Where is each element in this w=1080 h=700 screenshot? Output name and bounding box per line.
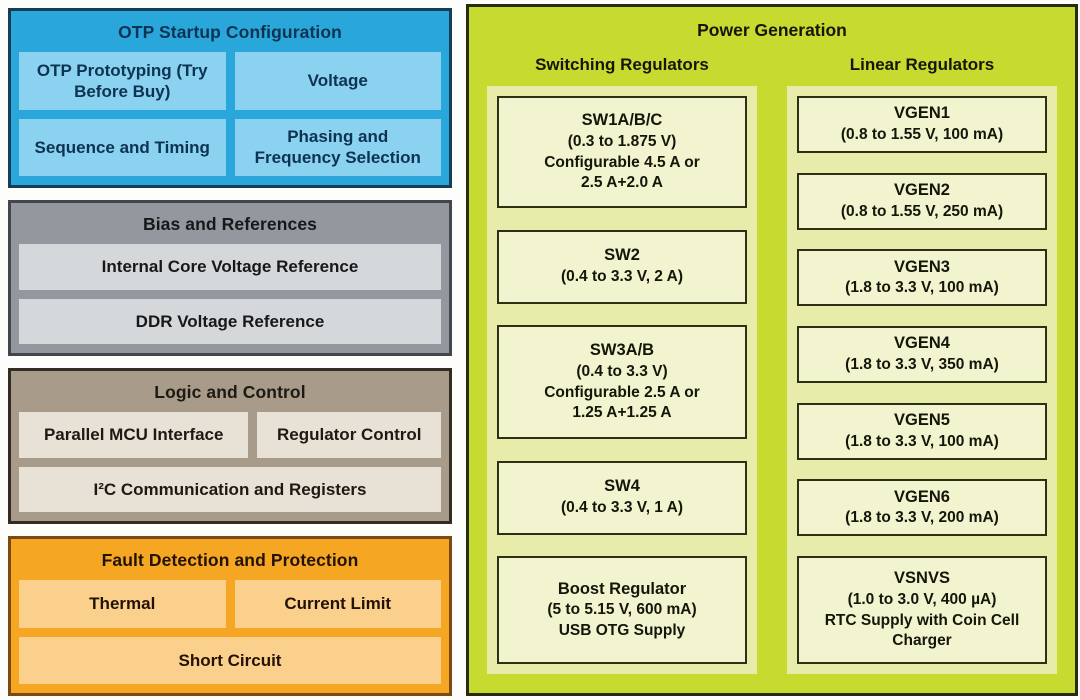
regulator-name: VGEN3 bbox=[894, 257, 950, 276]
power-column-headers: Switching Regulators Linear Regulators bbox=[469, 55, 1075, 75]
left-column: OTP Startup Configuration OTP Prototypin… bbox=[8, 8, 452, 696]
regulator-block-sw1abc: SW1A/B/C (0.3 to 1.875 V) Configurable 4… bbox=[497, 96, 747, 208]
otp-cell-sequence-timing: Sequence and Timing bbox=[19, 118, 226, 176]
regulator-spec: Configurable 2.5 A or bbox=[544, 383, 700, 401]
section-fault-detection-protection: Fault Detection and Protection Thermal C… bbox=[8, 536, 452, 696]
regulator-name: SW4 bbox=[604, 477, 640, 496]
switching-regulators-header: Switching Regulators bbox=[535, 55, 709, 74]
regulator-block-vgen4: VGEN4 (1.8 to 3.3 V, 350 mA) bbox=[797, 325, 1047, 383]
regulator-spec: 1.25 A+1.25 A bbox=[572, 404, 672, 422]
bias-cell-internal-core-voltage-reference: Internal Core Voltage Reference bbox=[19, 244, 441, 290]
regulator-block-vgen6: VGEN6 (1.8 to 3.3 V, 200 mA) bbox=[797, 479, 1047, 537]
regulator-block-vgen5: VGEN5 (1.8 to 3.3 V, 100 mA) bbox=[797, 402, 1047, 460]
regulator-spec: (0.8 to 1.55 V, 250 mA) bbox=[840, 202, 1004, 220]
regulator-spec: RTC Supply with Coin Cell Charger bbox=[824, 611, 1020, 650]
section-power-generation: Power Generation Switching Regulators Li… bbox=[466, 4, 1078, 696]
bias-grid: Internal Core Voltage Reference DDR Volt… bbox=[19, 244, 441, 344]
fault-cell-thermal: Thermal bbox=[19, 580, 226, 628]
regulator-spec: (1.8 to 3.3 V, 350 mA) bbox=[845, 356, 999, 374]
regulator-block-boost: Boost Regulator (5 to 5.15 V, 600 mA) US… bbox=[497, 556, 747, 664]
bias-cell-ddr-voltage-reference: DDR Voltage Reference bbox=[19, 298, 441, 344]
regulator-spec: (0.4 to 3.3 V) bbox=[576, 363, 668, 381]
regulator-name: VGEN6 bbox=[894, 487, 950, 506]
fault-cell-current-limit: Current Limit bbox=[234, 580, 441, 628]
fault-grid: Thermal Current Limit Short Circuit bbox=[19, 580, 441, 684]
section-logic-and-control: Logic and Control Parallel MCU Interface… bbox=[8, 368, 452, 524]
regulator-block-vsnvs: VSNVS (1.0 to 3.0 V, 400 µA) RTC Supply … bbox=[797, 555, 1047, 664]
fault-cell-short-circuit: Short Circuit bbox=[19, 636, 441, 684]
regulator-name: SW1A/B/C bbox=[581, 111, 663, 130]
regulator-spec: (0.3 to 1.875 V) bbox=[567, 133, 677, 151]
otp-cell-prototyping: OTP Prototyping (Try Before Buy) bbox=[19, 52, 226, 110]
power-columns: SW1A/B/C (0.3 to 1.875 V) Configurable 4… bbox=[469, 86, 1075, 674]
regulator-spec: (1.8 to 3.3 V, 200 mA) bbox=[845, 509, 999, 527]
regulator-name: VGEN1 bbox=[894, 104, 950, 123]
bias-section-title: Bias and References bbox=[142, 214, 318, 234]
logic-cell-regulator-control: Regulator Control bbox=[257, 412, 441, 458]
otp-grid: OTP Prototyping (Try Before Buy) Voltage… bbox=[19, 52, 441, 176]
section-bias-and-references: Bias and References Internal Core Voltag… bbox=[8, 200, 452, 356]
regulator-name: Boost Regulator bbox=[557, 579, 687, 598]
regulator-spec: (1.8 to 3.3 V, 100 mA) bbox=[845, 279, 999, 297]
power-generation-title: Power Generation bbox=[697, 20, 847, 40]
regulator-block-sw4: SW4 (0.4 to 3.3 V, 1 A) bbox=[497, 460, 747, 535]
regulator-name: VGEN4 bbox=[894, 334, 950, 353]
regulator-spec: (0.4 to 3.3 V, 1 A) bbox=[560, 499, 684, 517]
regulator-block-vgen1: VGEN1 (0.8 to 1.55 V, 100 mA) bbox=[797, 96, 1047, 153]
regulator-name: VGEN2 bbox=[894, 181, 950, 200]
logic-cell-i2c-communication: I²C Communication and Registers bbox=[19, 466, 441, 512]
regulator-spec: (1.0 to 3.0 V, 400 µA) bbox=[847, 591, 997, 609]
logic-cell-parallel-mcu-interface: Parallel MCU Interface bbox=[19, 412, 249, 458]
otp-section-title: OTP Startup Configuration bbox=[118, 22, 342, 42]
switching-regulators-column: SW1A/B/C (0.3 to 1.875 V) Configurable 4… bbox=[487, 86, 757, 674]
regulator-name: VGEN5 bbox=[894, 411, 950, 430]
regulator-spec: 2.5 A+2.0 A bbox=[581, 174, 663, 192]
regulator-spec: (1.8 to 3.3 V, 100 mA) bbox=[845, 432, 999, 450]
fault-section-title: Fault Detection and Protection bbox=[101, 550, 359, 570]
linear-regulators-column: VGEN1 (0.8 to 1.55 V, 100 mA) VGEN2 (0.8… bbox=[787, 86, 1057, 674]
regulator-spec: (0.4 to 3.3 V, 2 A) bbox=[560, 268, 684, 286]
regulator-block-sw3ab: SW3A/B (0.4 to 3.3 V) Configurable 2.5 A… bbox=[497, 325, 747, 439]
regulator-name: SW2 bbox=[604, 246, 640, 265]
otp-cell-voltage: Voltage bbox=[234, 52, 441, 110]
regulator-name: VSNVS bbox=[894, 569, 950, 588]
regulator-spec: (5 to 5.15 V, 600 mA) bbox=[547, 601, 697, 619]
linear-regulators-header: Linear Regulators bbox=[849, 55, 995, 74]
regulator-block-sw2: SW2 (0.4 to 3.3 V, 2 A) bbox=[497, 229, 747, 304]
otp-cell-phasing-frequency: Phasing and Frequency Selection bbox=[234, 118, 441, 176]
logic-grid: Parallel MCU Interface Regulator Control… bbox=[19, 412, 441, 512]
regulator-spec: USB OTG Supply bbox=[558, 621, 686, 639]
regulator-name: SW3A/B bbox=[589, 341, 655, 360]
regulator-block-vgen2: VGEN2 (0.8 to 1.55 V, 250 mA) bbox=[797, 172, 1047, 230]
section-otp-startup-configuration: OTP Startup Configuration OTP Prototypin… bbox=[8, 8, 452, 188]
regulator-spec: Configurable 4.5 A or bbox=[544, 153, 700, 171]
regulator-block-vgen3: VGEN3 (1.8 to 3.3 V, 100 mA) bbox=[797, 249, 1047, 307]
regulator-spec: (0.8 to 1.55 V, 100 mA) bbox=[840, 126, 1004, 144]
logic-section-title: Logic and Control bbox=[154, 382, 306, 402]
